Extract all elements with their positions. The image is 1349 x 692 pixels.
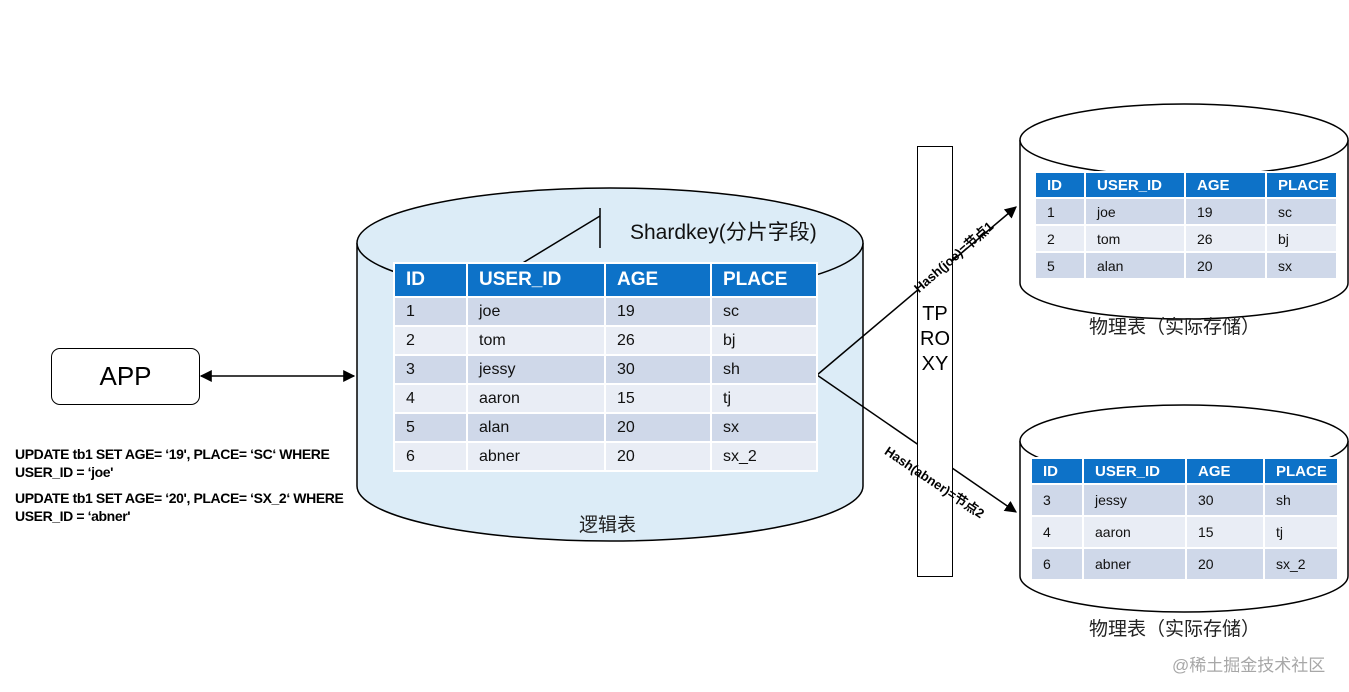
table-row: 6 abner 20 sx_2 <box>1030 547 1339 581</box>
table-header-row: ID USER_ID AGE PLACE <box>1030 457 1339 485</box>
cell-place: sx_2 <box>1263 547 1339 581</box>
cell-age: 26 <box>1184 224 1267 253</box>
table-row: 2 tom 26 bj <box>393 325 818 356</box>
cell-user-id: alan <box>466 412 606 443</box>
physical-table-label-2: 物理表（实际存储） <box>1089 619 1261 640</box>
cell-id: 5 <box>393 412 468 443</box>
sql-line-4: USER_ID = ‘abner' <box>15 508 131 524</box>
logical-table-label: 逻辑表 <box>579 515 637 536</box>
column-header-user-id: USER_ID <box>1082 457 1187 485</box>
shardkey-label: Shardkey(分片字段) <box>630 221 817 244</box>
cell-id: 4 <box>393 383 468 414</box>
sql-line-3: UPDATE tb1 SET AGE= ‘20', PLACE= ‘SX_2‘ … <box>15 490 344 506</box>
cell-place: sh <box>710 354 818 385</box>
physical-table-label-1: 物理表（实际存储） <box>1089 317 1261 338</box>
cell-user-id: jessy <box>466 354 606 385</box>
cell-id: 2 <box>393 325 468 356</box>
cell-id: 3 <box>1030 483 1084 517</box>
cell-place: sh <box>1263 483 1339 517</box>
table-row: 1 joe 19 sc <box>393 296 818 327</box>
cell-user-id: aaron <box>466 383 606 414</box>
app-box: APP <box>51 348 200 405</box>
sql-statement-2: UPDATE tb1 SET AGE= ‘20', PLACE= ‘SX_2‘ … <box>15 489 344 525</box>
column-header-user-id: USER_ID <box>466 262 606 298</box>
cell-user-id: alan <box>1084 251 1186 280</box>
sql-line-2: USER_ID = ‘joe' <box>15 464 114 480</box>
app-label: APP <box>99 361 152 391</box>
table-row: 3 jessy 30 sh <box>393 354 818 385</box>
cell-user-id: aaron <box>1082 515 1187 549</box>
cell-place: bj <box>710 325 818 356</box>
watermark: @稀土掘金技术社区 <box>1172 656 1326 675</box>
table-row: 5 alan 20 sx <box>393 412 818 443</box>
cell-id: 6 <box>393 441 468 472</box>
cell-user-id: abner <box>1082 547 1187 581</box>
cell-user-id: abner <box>466 441 606 472</box>
cell-id: 5 <box>1034 251 1086 280</box>
cell-id: 1 <box>1034 197 1086 226</box>
cell-place: sx <box>710 412 818 443</box>
cell-user-id: jessy <box>1082 483 1187 517</box>
cell-place: tj <box>1263 515 1339 549</box>
hash-arrow-node2 <box>816 374 1017 513</box>
cell-user-id: joe <box>466 296 606 327</box>
sql-line-1: UPDATE tb1 SET AGE= ‘19', PLACE= ‘SC‘ WH… <box>15 446 330 462</box>
sql-statement-1: UPDATE tb1 SET AGE= ‘19', PLACE= ‘SC‘ WH… <box>15 445 330 481</box>
cell-user-id: tom <box>1084 224 1186 253</box>
cell-age: 15 <box>1185 515 1265 549</box>
cell-age: 30 <box>1185 483 1265 517</box>
cell-id: 3 <box>393 354 468 385</box>
table-header-row: ID USER_ID AGE PLACE <box>1034 171 1338 199</box>
cell-id: 2 <box>1034 224 1086 253</box>
column-header-place: PLACE <box>1263 457 1339 485</box>
cell-place: sc <box>710 296 818 327</box>
cell-user-id: joe <box>1084 197 1186 226</box>
column-header-id: ID <box>1030 457 1084 485</box>
table-header-row: ID USER_ID AGE PLACE <box>393 262 818 298</box>
cell-place: tj <box>710 383 818 414</box>
cell-age: 15 <box>604 383 712 414</box>
column-header-age: AGE <box>1185 457 1265 485</box>
table-row: 5 alan 20 sx <box>1034 251 1338 280</box>
column-header-user-id: USER_ID <box>1084 171 1186 199</box>
column-header-place: PLACE <box>710 262 818 298</box>
table-row: 4 aaron 15 tj <box>393 383 818 414</box>
cell-id: 4 <box>1030 515 1084 549</box>
cell-place: sx <box>1265 251 1338 280</box>
column-header-place: PLACE <box>1265 171 1338 199</box>
cell-age: 30 <box>604 354 712 385</box>
table-row: 1 joe 19 sc <box>1034 197 1338 226</box>
cell-age: 20 <box>1185 547 1265 581</box>
tproxy-label: TPROXY <box>920 303 950 375</box>
column-header-id: ID <box>1034 171 1086 199</box>
table-row: 4 aaron 15 tj <box>1030 515 1339 549</box>
shardkey-callout <box>520 208 601 265</box>
cell-place: sc <box>1265 197 1338 226</box>
cell-id: 6 <box>1030 547 1084 581</box>
hash-arrow-node1 <box>816 206 1017 376</box>
cell-age: 20 <box>604 441 712 472</box>
table-row: 2 tom 26 bj <box>1034 224 1338 253</box>
cell-age: 20 <box>1184 251 1267 280</box>
column-header-age: AGE <box>1184 171 1267 199</box>
cell-place: bj <box>1265 224 1338 253</box>
table-row: 3 jessy 30 sh <box>1030 483 1339 517</box>
cell-age: 26 <box>604 325 712 356</box>
cell-user-id: tom <box>466 325 606 356</box>
physical-table-2: ID USER_ID AGE PLACE 3 jessy 30 sh 4 aar… <box>1030 457 1339 581</box>
cell-age: 19 <box>604 296 712 327</box>
cell-age: 19 <box>1184 197 1267 226</box>
table-row: 6 abner 20 sx_2 <box>393 441 818 472</box>
cell-place: sx_2 <box>710 441 818 472</box>
logical-table: ID USER_ID AGE PLACE 1 joe 19 sc 2 tom 2… <box>393 262 818 472</box>
cell-age: 20 <box>604 412 712 443</box>
physical-table-1: ID USER_ID AGE PLACE 1 joe 19 sc 2 tom 2… <box>1034 171 1338 280</box>
column-header-id: ID <box>393 262 468 298</box>
tproxy-box: TPROXY <box>917 146 953 577</box>
column-header-age: AGE <box>604 262 712 298</box>
cell-id: 1 <box>393 296 468 327</box>
